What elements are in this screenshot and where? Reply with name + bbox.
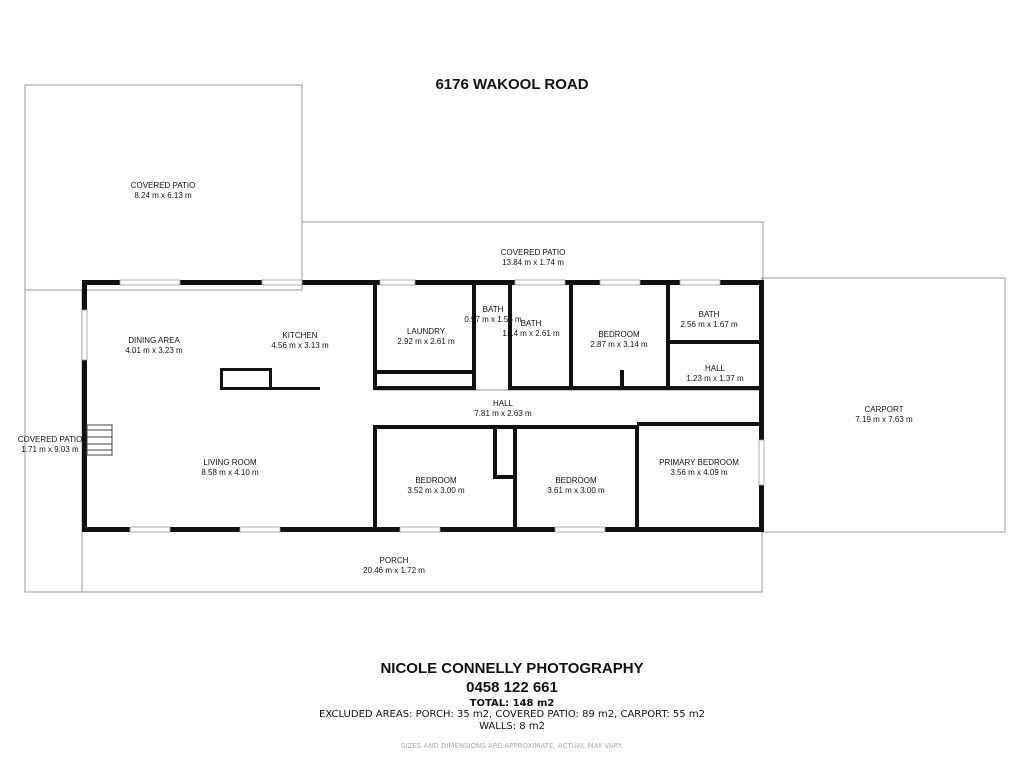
room-name: BEDROOM xyxy=(555,476,597,485)
room-name: BATH xyxy=(482,305,504,314)
room-dims: 20.46 m x 1.72 m xyxy=(363,566,425,575)
room-dims: 7.81 m x 2.63 m xyxy=(474,409,532,418)
room-dims: 4.01 m x 3.23 m xyxy=(125,346,183,355)
room-dims: 1.71 m x 9.03 m xyxy=(21,445,79,454)
room-dims: 13.84 m x 1.74 m xyxy=(502,258,564,267)
room-dims: 2.56 m x 1.67 m xyxy=(680,320,738,329)
room-name: CARPORT xyxy=(864,405,904,414)
room-name: BEDROOM xyxy=(415,476,457,485)
room-dims: 8.58 m x 4.10 m xyxy=(201,468,259,477)
room-dims: 4.56 m x 3.13 m xyxy=(271,341,329,350)
room-dims: 1.14 m x 2.61 m xyxy=(502,329,560,338)
room-name: COVERED PATIO xyxy=(130,181,196,190)
room-dims: 3.52 m x 3.00 m xyxy=(407,486,465,495)
room-name: PORCH xyxy=(379,556,409,565)
room-name: BATH xyxy=(698,310,720,319)
room-name: HALL xyxy=(704,364,726,373)
fireplace xyxy=(86,424,113,456)
room-name: DINING AREA xyxy=(128,336,180,345)
company-name: NICOLE CONNELLY PHOTOGRAPHY xyxy=(380,660,644,677)
room-name: BEDROOM xyxy=(598,330,640,339)
room-name: HALL xyxy=(492,399,514,408)
disclaimer: SIZES AND DIMENSIONS ARE APPROXIMATE, AC… xyxy=(400,742,624,750)
phone-number: 0458 122 661 xyxy=(466,679,558,696)
walls-area: WALLS: 8 m2 xyxy=(479,721,545,732)
room-name: LAUNDRY xyxy=(406,327,446,336)
room-dims: 1.23 m x 1.37 m xyxy=(686,374,744,383)
room-dims: 3.61 m x 3.00 m xyxy=(547,486,605,495)
room-dims: 8.24 m x 6.13 m xyxy=(134,191,192,200)
room-dims: 0.97 m x 1.56 m xyxy=(464,315,522,324)
room-name: KITCHEN xyxy=(282,331,318,340)
room-dims: 2.92 m x 2.61 m xyxy=(397,337,455,346)
room-dims: 3.56 m x 4.09 m xyxy=(670,468,728,477)
room-dims: 2.87 m x 3.14 m xyxy=(590,340,648,349)
room-name: LIVING ROOM xyxy=(203,458,257,467)
excluded-areas: EXCLUDED AREAS: PORCH: 35 m2, COVERED PA… xyxy=(319,709,705,720)
covered-patio-left-top xyxy=(24,84,303,291)
room-name: BATH xyxy=(520,319,542,328)
room-name: COVERED PATIO xyxy=(17,435,83,444)
page-title: 6176 WAKOOL ROAD xyxy=(435,76,589,93)
total-area: TOTAL: 148 m2 xyxy=(469,698,555,709)
room-name: PRIMARY BEDROOM xyxy=(659,458,739,467)
room-dims: 7.19 m x 7.63 m xyxy=(855,415,913,424)
room-name: COVERED PATIO xyxy=(500,248,566,257)
